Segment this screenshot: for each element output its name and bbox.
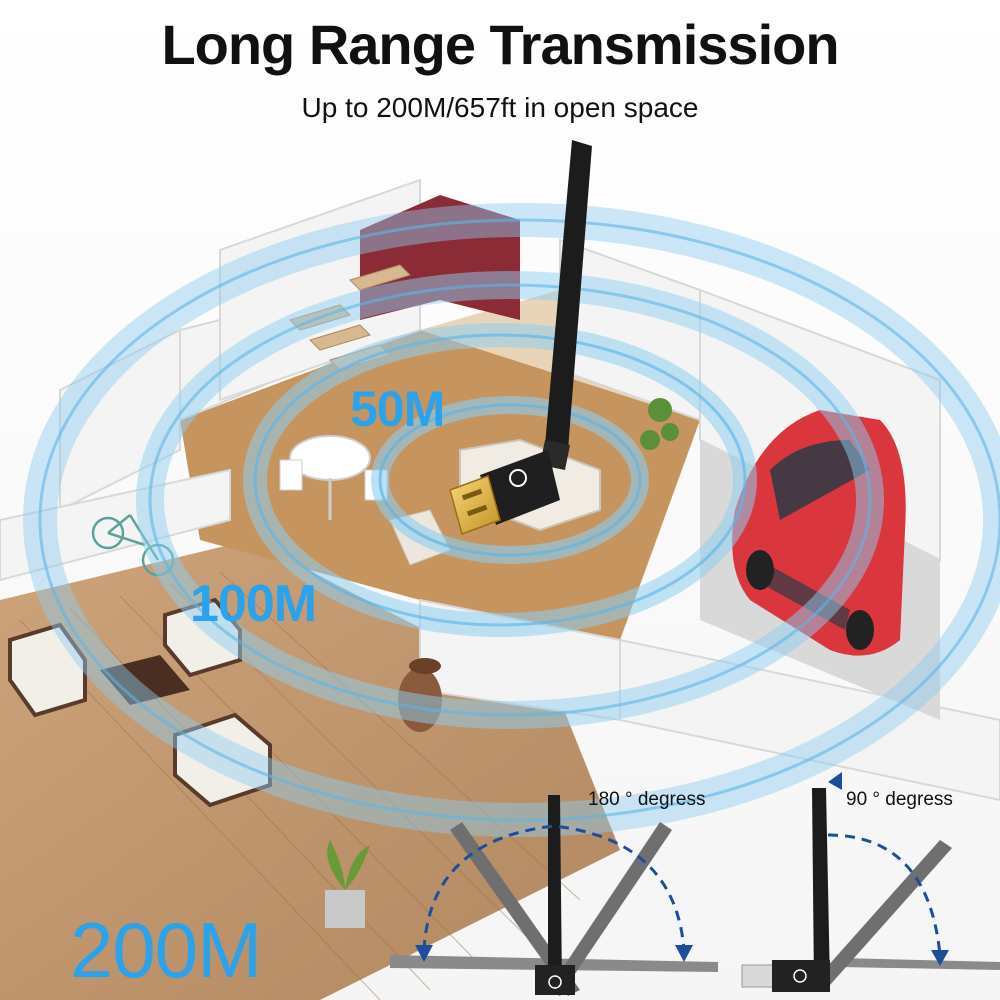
arrow-right-icon: [675, 945, 693, 962]
angle-label-180: 180 ° degress: [588, 789, 706, 810]
usb-adapter-main: [449, 140, 592, 535]
arrow-left-icon: [415, 945, 433, 962]
page-subtitle: Up to 200M/657ft in open space: [301, 92, 699, 123]
wall-plants: [640, 398, 679, 450]
rotation-diagram-90: [741, 772, 1000, 992]
logo-icon: [509, 469, 527, 487]
logo-icon: [548, 975, 562, 989]
antenna: [545, 140, 592, 450]
usb-connector: [449, 475, 501, 535]
angle-label-90: 90 ° degress: [846, 789, 953, 810]
logo-icon: [793, 969, 807, 983]
range-label-100m: 100M: [190, 575, 317, 633]
signal-waves: [23, 203, 1000, 837]
rotation-diagram-180: [390, 795, 718, 996]
page-title: Long Range Transmission: [161, 13, 839, 76]
range-label-200m: 200M: [70, 906, 262, 994]
arrow-up-icon: [828, 772, 842, 790]
potted-plant: [325, 840, 370, 928]
arrow-down-icon: [931, 950, 949, 966]
range-label-50m: 50M: [350, 381, 445, 437]
